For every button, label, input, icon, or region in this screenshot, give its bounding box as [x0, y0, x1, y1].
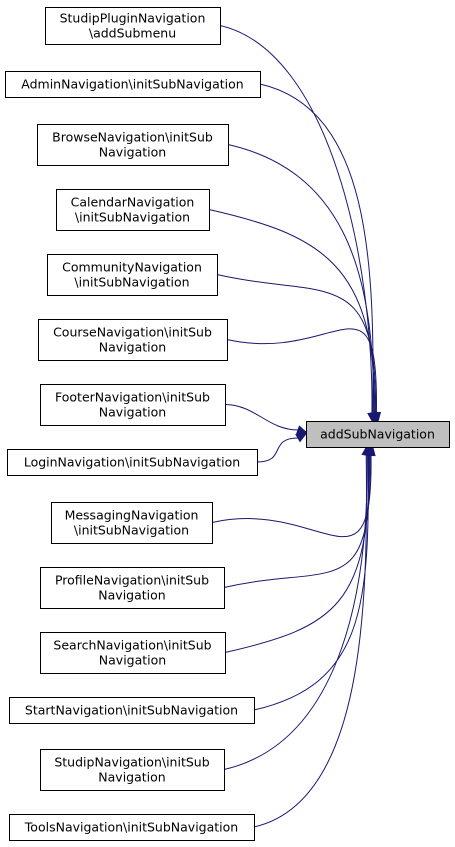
node-label: CommunityNavigation	[62, 260, 202, 275]
node-box	[40, 632, 226, 674]
edge-admin	[259, 83, 378, 425]
edge-course	[226, 328, 382, 425]
node-search[interactable]: SearchNavigation\initSubNavigation	[40, 632, 226, 674]
node-label: MessagingNavigation	[65, 508, 199, 523]
node-box	[9, 814, 255, 841]
node-box	[45, 7, 221, 45]
arrowhead	[295, 432, 308, 443]
edge-community	[216, 274, 381, 425]
edge-line	[227, 144, 375, 414]
edge-line	[253, 454, 369, 711]
node-label: ToolsNavigation\initSubNavigation	[24, 820, 238, 835]
node-label: \initSubNavigation	[75, 210, 190, 225]
node-label: \initSubNavigation	[74, 523, 189, 538]
node-tools[interactable]: ToolsNavigation\initSubNavigation	[9, 814, 255, 841]
node-box	[7, 449, 258, 476]
edge-start	[253, 443, 373, 711]
edge-line	[224, 454, 370, 653]
edge-login	[256, 432, 308, 463]
edge-tools	[253, 443, 371, 828]
node-calendar[interactable]: CalendarNavigation\initSubNavigation	[56, 189, 210, 231]
edge-line	[256, 437, 299, 463]
edge-line	[219, 25, 373, 414]
arrowhead	[361, 443, 371, 457]
node-studip[interactable]: StudipNavigation\initSubNavigation	[40, 749, 225, 791]
node-label: ProfileNavigation\initSub	[55, 573, 209, 588]
node-label: Navigation	[99, 145, 166, 160]
node-community[interactable]: CommunityNavigation\initSubNavigation	[47, 254, 218, 296]
node-label: Navigation	[98, 770, 165, 785]
node-box	[40, 567, 225, 609]
node-admin[interactable]: AdminNavigation\initSubNavigation	[5, 71, 261, 98]
edge-line	[253, 454, 368, 828]
edge-search	[224, 443, 374, 653]
node-login[interactable]: LoginNavigation\initSubNavigation	[7, 449, 258, 476]
edge-line	[226, 328, 377, 414]
edge-calendar	[208, 209, 380, 425]
edge-line	[259, 83, 374, 414]
node-box	[306, 421, 450, 448]
node-box	[47, 254, 218, 296]
node-studip-plugin[interactable]: StudipPluginNavigation\addSubmenu	[45, 7, 221, 45]
node-box	[38, 319, 228, 361]
edge-line	[208, 209, 376, 414]
node-label: AdminNavigation\initSubNavigation	[21, 77, 243, 92]
node-course[interactable]: CourseNavigation\initSubNavigation	[38, 319, 228, 361]
node-box	[51, 502, 213, 544]
node-label: Navigation	[98, 588, 165, 603]
edge-footer	[224, 404, 309, 435]
node-target-addsubnavigation[interactable]: addSubNavigation	[306, 421, 450, 448]
node-label: StudipNavigation\initSub	[54, 755, 209, 770]
node-label: StartNavigation\initSubNavigation	[25, 703, 238, 718]
edge-line	[216, 274, 376, 414]
edge-line	[223, 454, 368, 770]
node-messaging[interactable]: MessagingNavigation\initSubNavigation	[51, 502, 213, 544]
node-label: CourseNavigation\initSub	[53, 325, 212, 340]
node-label: Navigation	[99, 405, 166, 420]
node-start[interactable]: StartNavigation\initSubNavigation	[9, 697, 255, 724]
node-label: \initSubNavigation	[74, 275, 189, 290]
node-label: StudipPluginNavigation	[60, 11, 206, 26]
node-label: addSubNavigation	[320, 427, 435, 442]
node-box	[5, 71, 261, 98]
node-label: LoginNavigation\initSubNavigation	[24, 455, 240, 470]
node-label: \addSubmenu	[89, 26, 176, 41]
node-profile[interactable]: ProfileNavigation\initSubNavigation	[40, 567, 225, 609]
node-label: Navigation	[99, 653, 166, 668]
edge-line	[224, 404, 299, 431]
node-box	[56, 189, 210, 231]
node-box	[37, 124, 229, 166]
edges	[208, 25, 382, 828]
node-label: Navigation	[99, 340, 166, 355]
node-label: FooterNavigation\initSub	[55, 390, 210, 405]
nodes: StudipPluginNavigation\addSubmenuAdminNa…	[5, 7, 450, 841]
node-footer[interactable]: FooterNavigation\initSubNavigation	[40, 384, 226, 426]
node-label: CalendarNavigation	[71, 195, 195, 210]
node-browse[interactable]: BrowseNavigation\initSubNavigation	[37, 124, 229, 166]
edge-browse	[227, 144, 379, 425]
arrowhead	[371, 411, 382, 425]
node-box	[40, 384, 226, 426]
node-label: SearchNavigation\initSub	[53, 638, 211, 653]
node-box	[40, 749, 225, 791]
node-label: BrowseNavigation\initSub	[52, 130, 213, 145]
node-box	[9, 697, 255, 724]
